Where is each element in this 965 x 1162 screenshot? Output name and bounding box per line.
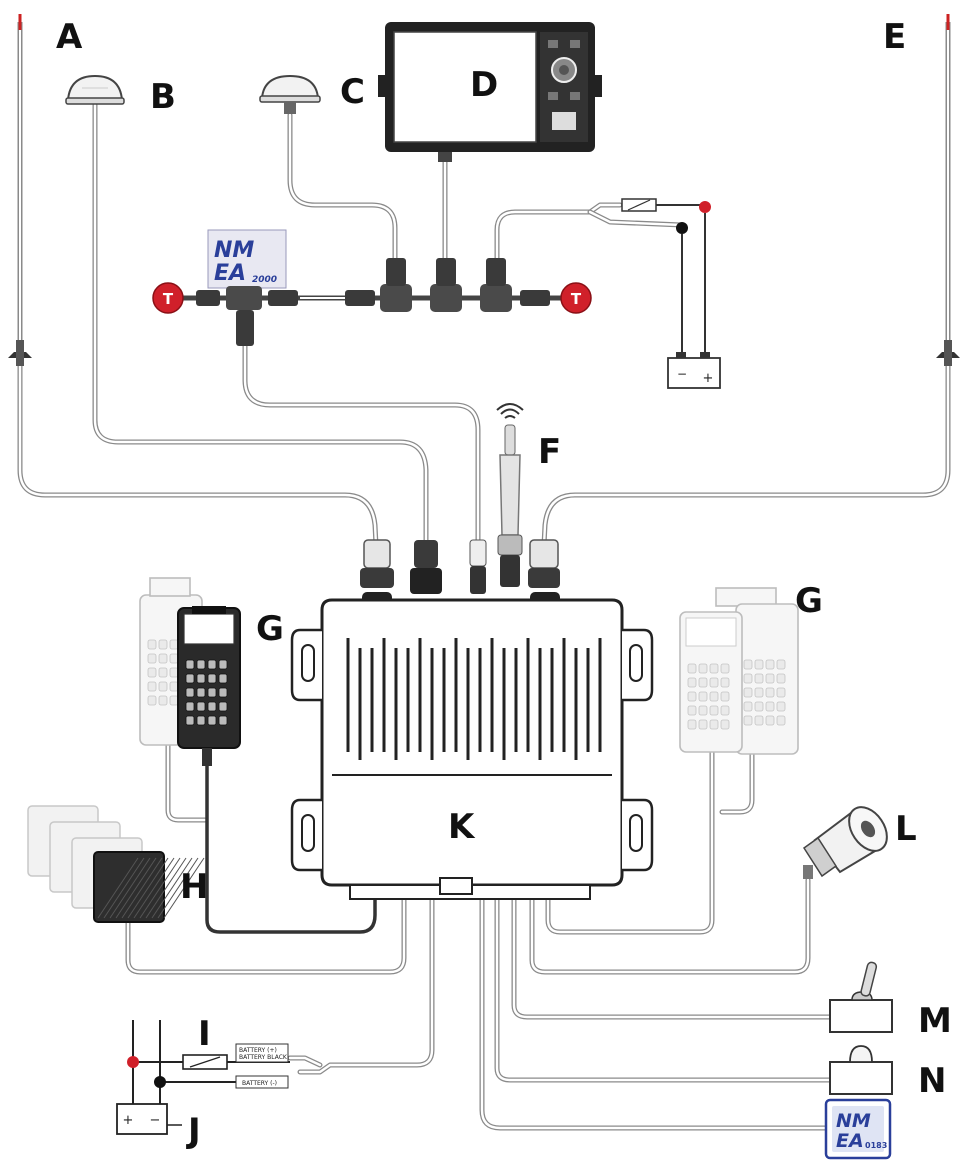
- label-e: E: [883, 17, 906, 57]
- backbone-power: − +: [621, 198, 721, 389]
- handset-g-left: [177, 606, 241, 766]
- label-d: D: [470, 65, 498, 105]
- battery-top-neg: −: [677, 367, 687, 381]
- nmea2000-suffix: 2000: [252, 275, 277, 285]
- heatsink-fins: [346, 638, 602, 760]
- speaker-h: [27, 805, 205, 923]
- battery-top-pos: +: [703, 371, 714, 386]
- nmea2000-line2: EA: [214, 261, 246, 286]
- label-j: J: [186, 1111, 201, 1151]
- label-l: L: [895, 809, 917, 849]
- nmea2000-logo: NM EA 2000: [207, 229, 287, 289]
- battery-icon: [116, 1103, 168, 1135]
- alarm-button-n: [829, 1045, 893, 1095]
- terminator-right: T: [560, 282, 592, 314]
- gps-antenna-c: [259, 74, 321, 114]
- k-top-connectors: [360, 539, 560, 614]
- nmea0183-suffix: 0183: [865, 1141, 887, 1150]
- label-c: C: [340, 72, 365, 112]
- display-d: [378, 22, 602, 162]
- terminator-left-label: T: [163, 290, 174, 308]
- power-tag1-line2: BATTERY BLACK: [239, 1054, 288, 1061]
- vhf-antenna-e: [936, 14, 960, 366]
- terminator-left: T: [152, 282, 184, 314]
- label-k: K: [448, 807, 476, 847]
- battery-bottom-neg: −: [150, 1113, 161, 1128]
- cables: [17, 102, 951, 1131]
- gps-antenna-b: [65, 74, 125, 105]
- loudhailer-l: [802, 806, 888, 879]
- switch-m: [829, 961, 893, 1033]
- label-g-left: G: [256, 609, 284, 649]
- nmea2000-backbone: [180, 258, 570, 346]
- nmea0183-line1: NM: [836, 1110, 871, 1132]
- label-m: M: [918, 1001, 952, 1041]
- power-supply: BATTERY (+) BATTERY BLACK BATTERY (-) + …: [116, 1020, 290, 1135]
- vhf-black-box-k: [290, 598, 654, 900]
- label-f: F: [538, 432, 561, 472]
- label-h: H: [180, 867, 208, 907]
- wifi-antenna-f: [496, 403, 524, 587]
- power-tag1-line1: BATTERY (+): [239, 1047, 277, 1054]
- label-g-right: G: [795, 581, 823, 621]
- label-n: N: [918, 1061, 946, 1101]
- vhf-antenna-a: [8, 14, 32, 366]
- nmea2000-line1: NM: [214, 238, 254, 263]
- label-a: A: [56, 17, 83, 57]
- terminator-right-label: T: [571, 290, 582, 308]
- handset-right-ghosts: [679, 587, 799, 755]
- label-b: B: [150, 77, 176, 117]
- power-tag2: BATTERY (-): [242, 1080, 277, 1087]
- label-i: I: [198, 1014, 211, 1054]
- battery-icon: [667, 357, 721, 389]
- nmea0183-line2: EA: [836, 1130, 864, 1152]
- wifi-icon: [496, 403, 524, 419]
- battery-bottom-pos: +: [123, 1113, 134, 1128]
- nmea0183-logo: NM EA 0183: [824, 1098, 892, 1160]
